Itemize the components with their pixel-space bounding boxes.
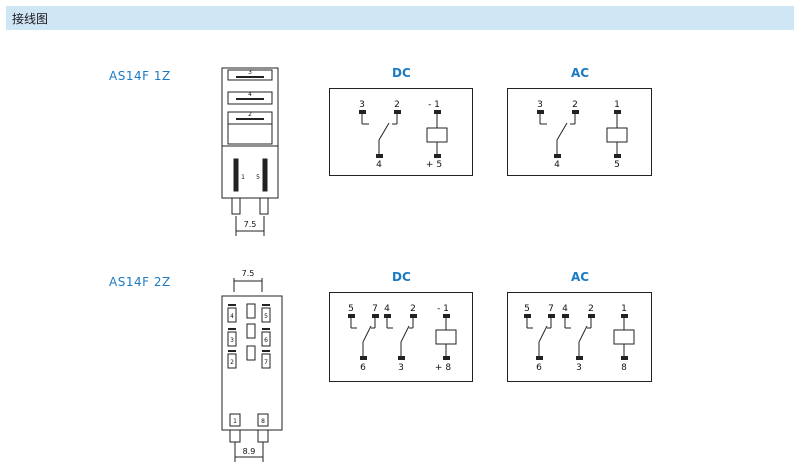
wiring-diagram-ac-1z: 3 2 4 1 5 — [507, 88, 652, 176]
dimension-label: 7.5 — [242, 269, 255, 278]
coil-terminal-label: 1 — [621, 304, 627, 314]
coil-terminal-label: - 1 — [428, 100, 440, 110]
ac-title-1z: AC — [571, 66, 590, 80]
terminal-label: 2 — [394, 100, 400, 110]
pin-label: 4 — [248, 91, 252, 98]
ac-title-2z: AC — [571, 270, 590, 284]
coil-terminal-label: + 8 — [435, 363, 451, 373]
wiring-diagram-ac-2z: 5 7 6 4 2 3 1 8 — [507, 292, 652, 382]
terminal-label: 6 — [360, 363, 366, 373]
pin-label: 7 — [264, 359, 268, 366]
coil-terminal-label: + 5 — [426, 160, 442, 170]
terminal-label: 5 — [348, 304, 354, 314]
package-drawing-1z: 3 4 2 1 5 7.5 — [221, 67, 279, 236]
pin-label: 1 — [241, 174, 245, 181]
coil-terminal-label: 5 — [614, 160, 620, 170]
coil-terminal-label: 1 — [614, 100, 620, 110]
terminal-label: 2 — [410, 304, 416, 314]
pin-label: 5 — [256, 174, 260, 181]
pin-label: 2 — [248, 111, 252, 118]
terminal-label: 3 — [576, 363, 582, 373]
terminal-label: 4 — [384, 304, 390, 314]
pin-label: 4 — [230, 313, 234, 320]
coil-terminal-label: - 1 — [437, 304, 449, 314]
terminal-label: 4 — [376, 160, 382, 170]
dc-title-2z: DC — [392, 270, 411, 284]
package-body — [221, 67, 279, 199]
dimension-label: 7.5 — [244, 220, 257, 229]
model-label-1z: AS14F 1Z — [109, 69, 171, 83]
package-body — [221, 295, 283, 431]
wiring-diagram-dc-2z: 5 7 6 4 2 3 - 1 + 8 — [329, 292, 473, 382]
wiring-diagram-dc-1z: 3 2 4 - 1 + 5 — [329, 88, 473, 176]
pin-label: 5 — [264, 313, 268, 320]
model-label-2z: AS14F 2Z — [109, 275, 171, 289]
terminal-label: 7 — [372, 304, 378, 314]
pin-label: 3 — [230, 337, 234, 344]
pin-label: 8 — [261, 418, 265, 425]
terminal-label: 6 — [536, 363, 542, 373]
pin-label: 1 — [233, 418, 237, 425]
pin-label: 6 — [264, 337, 268, 344]
package-drawing-2z: 4 5 3 6 2 7 1 8 7.5 8.9 — [221, 269, 283, 462]
dimension-label: 8.9 — [243, 447, 256, 456]
terminal-label: 2 — [572, 100, 578, 110]
pin-label: 2 — [230, 359, 234, 366]
terminal-label: 3 — [398, 363, 404, 373]
terminal-label: 4 — [554, 160, 560, 170]
terminal-label: 7 — [548, 304, 554, 314]
terminal-label: 4 — [562, 304, 568, 314]
dc-title-1z: DC — [392, 66, 411, 80]
terminal-label: 3 — [537, 100, 543, 110]
terminal-label: 2 — [588, 304, 594, 314]
section-header: 接线图 — [6, 6, 794, 30]
coil-terminal-label: 8 — [621, 363, 627, 373]
pin-label: 3 — [248, 69, 252, 76]
terminal-label: 5 — [524, 304, 530, 314]
terminal-label: 3 — [359, 100, 365, 110]
section-title: 接线图 — [12, 12, 49, 26]
